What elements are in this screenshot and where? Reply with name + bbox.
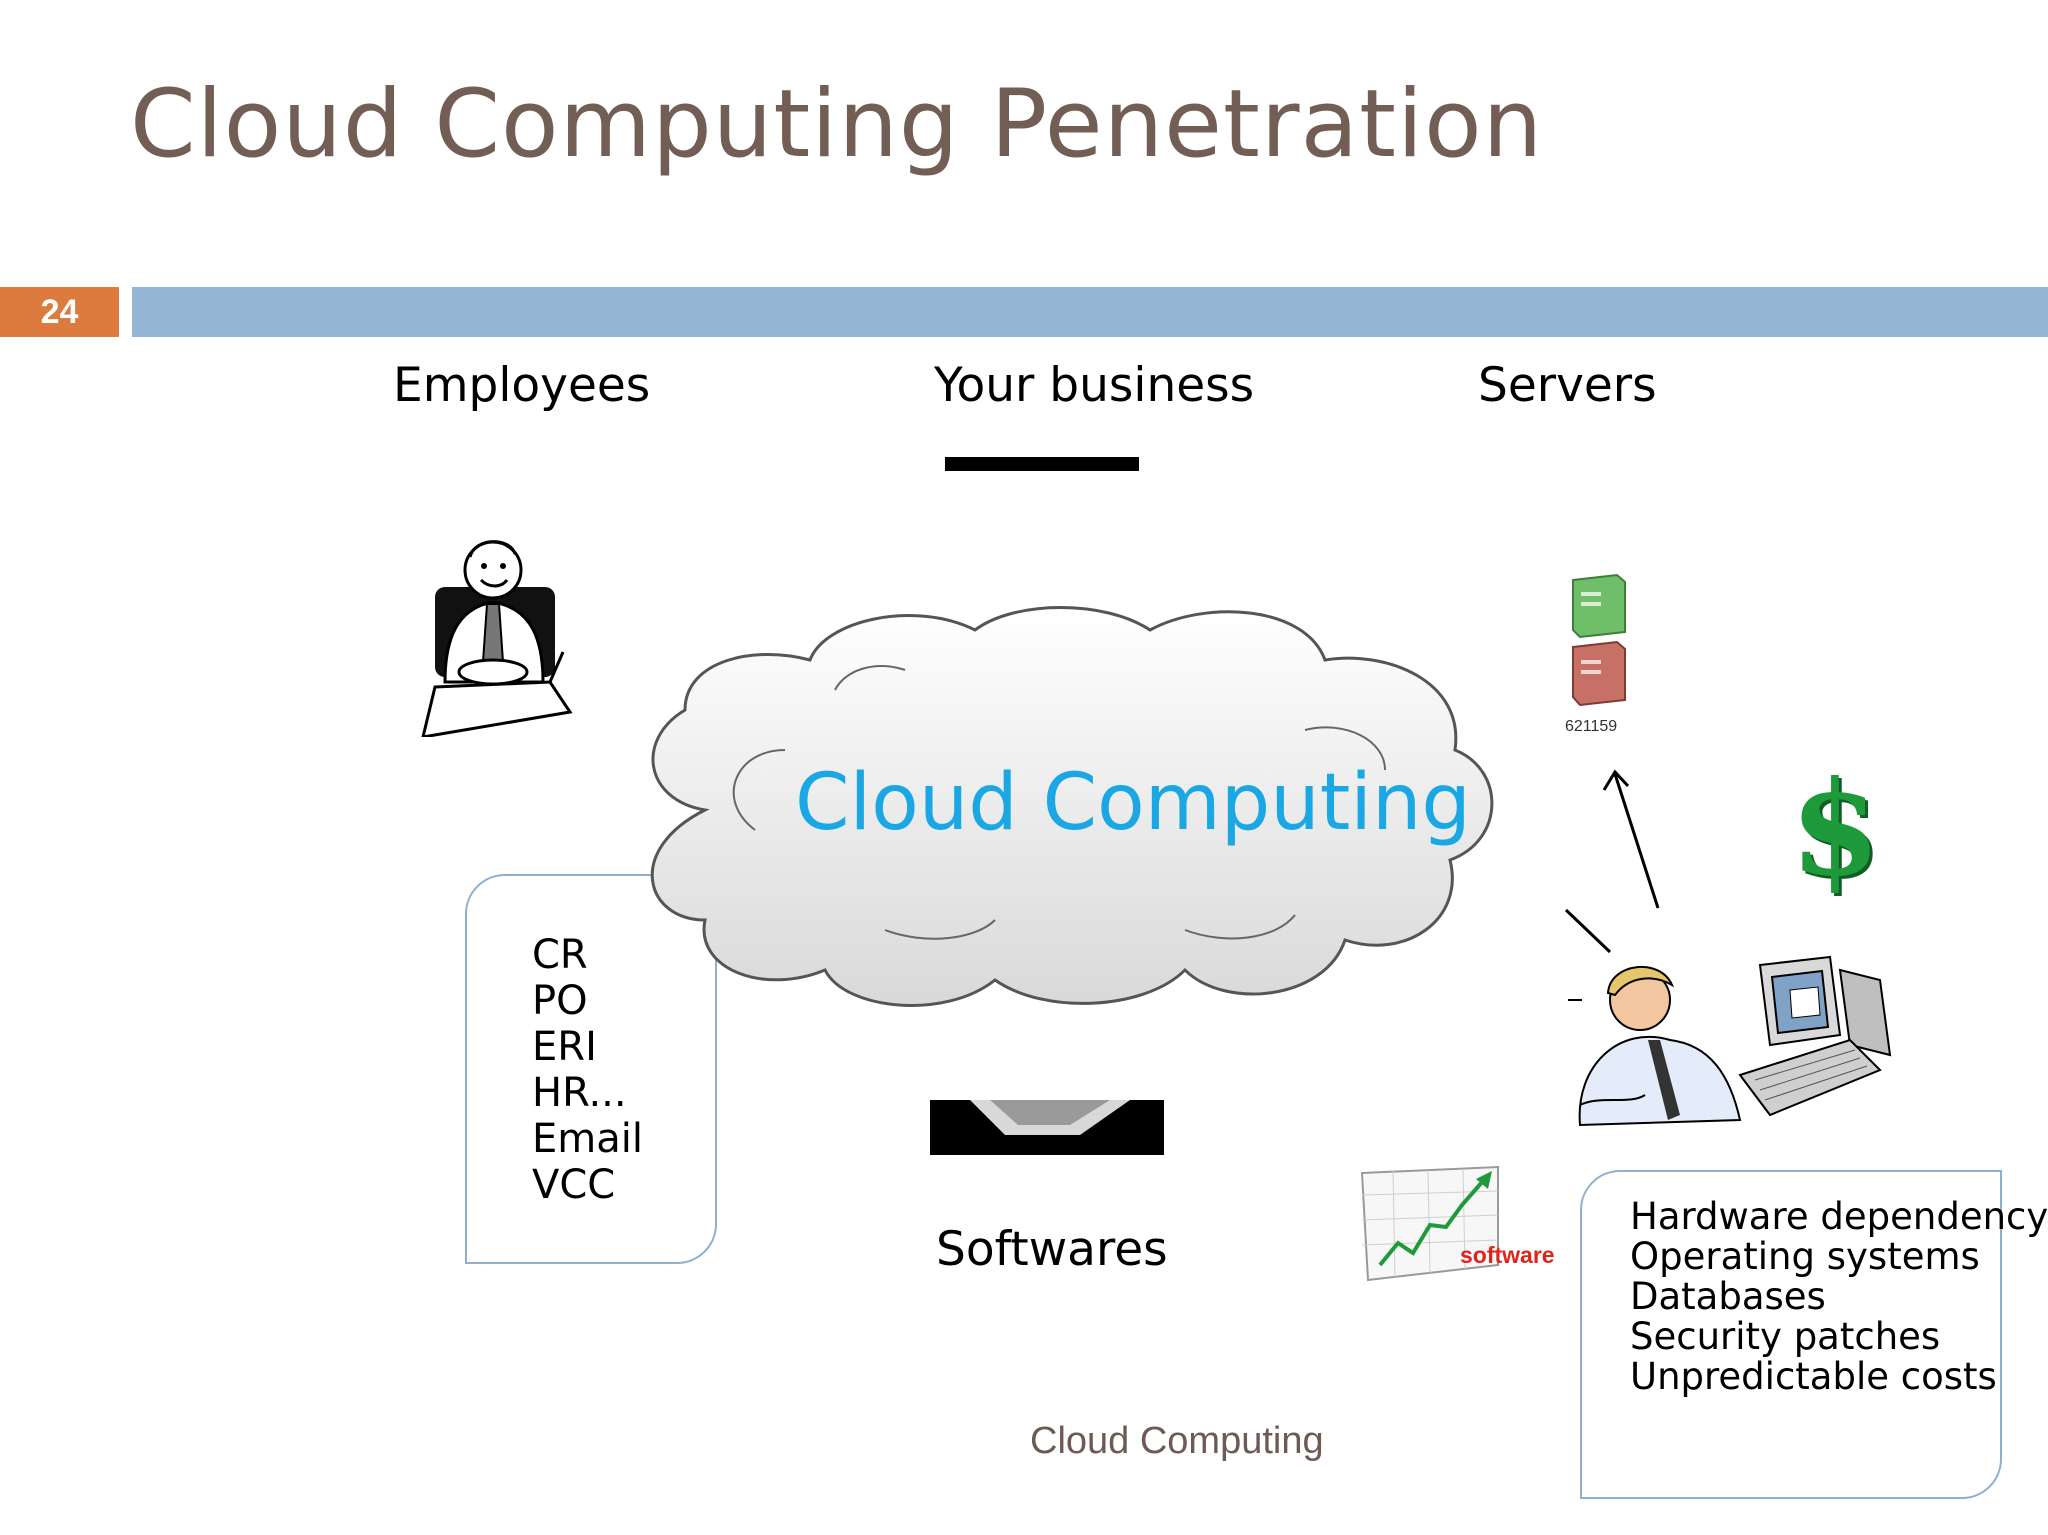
header-rule	[132, 287, 2048, 337]
apps-box	[465, 874, 717, 1264]
costs-box	[1580, 1170, 2002, 1499]
cost-item: Operating systems	[1630, 1235, 1980, 1278]
app-item: Email	[532, 1116, 643, 1162]
business-image-strip	[945, 457, 1139, 471]
label-softwares: Softwares	[936, 1222, 1168, 1277]
cost-item: Unpredictable costs	[1630, 1355, 1997, 1398]
app-item: ERI	[532, 1024, 597, 1070]
label-servers: Servers	[1478, 358, 1657, 413]
app-item: HR...	[532, 1070, 627, 1116]
app-item: VCC	[532, 1162, 616, 1208]
slide-footer: Cloud Computing	[1030, 1420, 1324, 1462]
dollar-icon: $	[1790, 752, 1881, 905]
cost-item: Security patches	[1630, 1315, 1941, 1358]
employee-icon	[421, 540, 573, 737]
man-at-computer-icon	[1578, 955, 1892, 1127]
label-your-business: Your business	[934, 358, 1255, 413]
label-employees: Employees	[393, 358, 651, 413]
costs-list: Hardware dependency Operating systems Da…	[1630, 1197, 2048, 1397]
growth-chart-icon	[1360, 1165, 1499, 1282]
laptop-icon	[930, 1100, 1164, 1155]
server-caption: 621159	[1565, 718, 1618, 735]
app-item: PO	[532, 978, 588, 1024]
arrow-to-servers	[1564, 769, 1660, 1001]
apps-list: CR PO ERI HR... Email VCC	[532, 932, 643, 1208]
cost-item: Hardware dependency	[1630, 1195, 2048, 1238]
slide-title: Cloud Computing Penetration	[130, 70, 1544, 179]
cost-item: Databases	[1630, 1275, 1826, 1318]
chart-label: software	[1460, 1242, 1555, 1268]
cloud-label: Cloud Computing	[795, 758, 1471, 848]
slide-number: 24	[0, 287, 119, 337]
servers-icon	[1572, 573, 1626, 707]
app-item: CR	[532, 932, 588, 978]
cloud-shape	[650, 606, 1494, 1007]
